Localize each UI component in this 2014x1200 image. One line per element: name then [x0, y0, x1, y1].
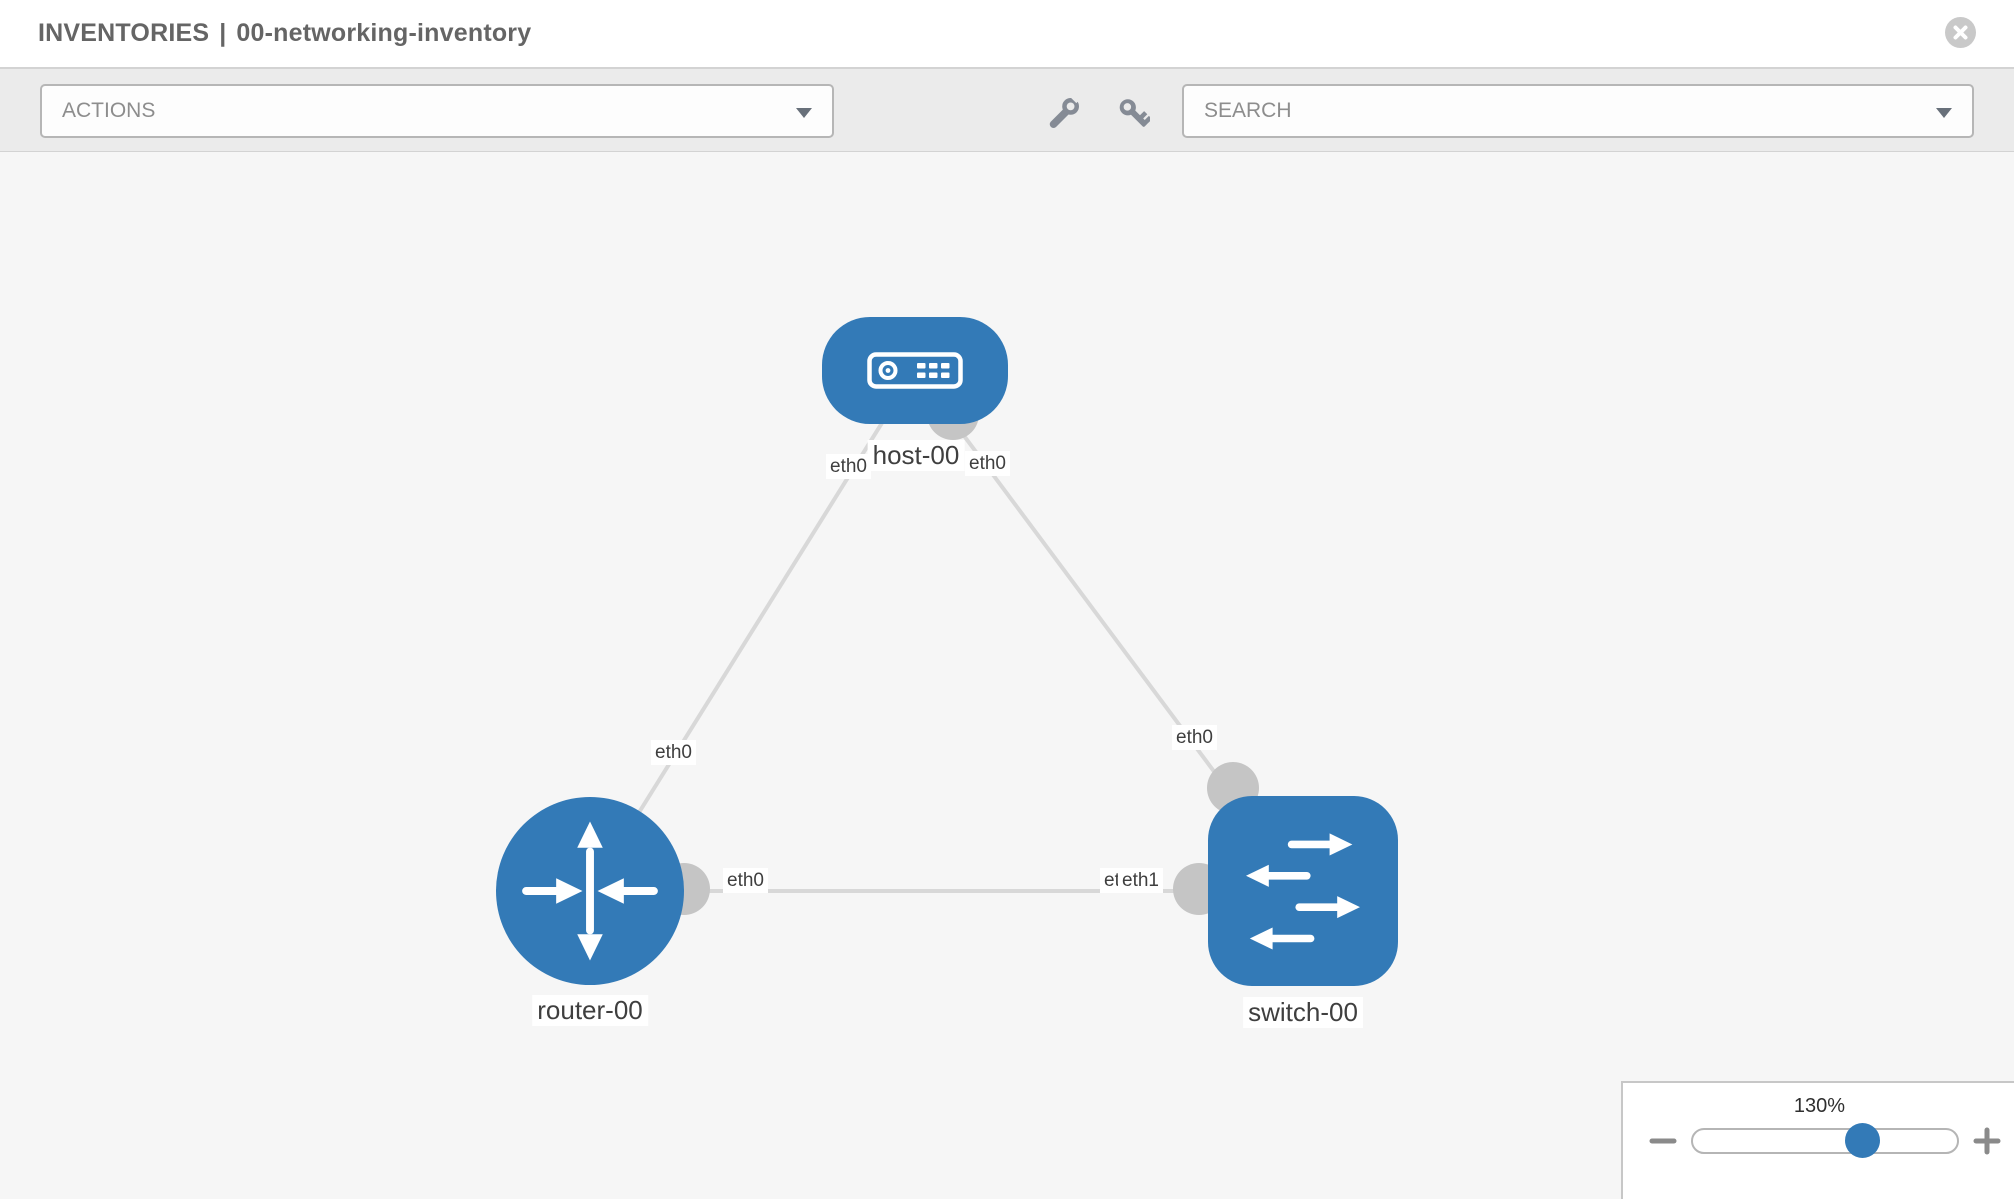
close-button[interactable]: [1945, 17, 1976, 48]
node-label-host: host-00: [867, 440, 965, 471]
interface-label-host-eth0-right: eth0: [965, 451, 1010, 476]
server-icon: [867, 352, 963, 389]
wrench-icon: [1046, 95, 1082, 131]
node-switch-00[interactable]: [1208, 796, 1398, 986]
interface-label-router-eth0: eth0: [723, 868, 768, 893]
zoom-out-button[interactable]: [1647, 1125, 1679, 1157]
interface-label-host-eth0-left: eth0: [826, 454, 871, 479]
caret-down-icon: [1936, 108, 1952, 118]
plus-icon: [1973, 1127, 2001, 1155]
minus-icon: [1649, 1127, 1677, 1155]
node-router-00[interactable]: [496, 797, 684, 985]
zoom-control-panel: 130%: [1621, 1081, 2014, 1199]
page-header: INVENTORIES | 00-networking-inventory: [0, 0, 2014, 69]
zoom-slider-thumb[interactable]: [1845, 1123, 1880, 1158]
switch-arrows-icon: [1208, 796, 1398, 986]
search-dropdown-label: SEARCH: [1204, 99, 1292, 122]
interface-label-switch-eth1: eth1: [1118, 868, 1163, 893]
actions-dropdown[interactable]: ACTIONS: [40, 84, 834, 138]
configure-tool-button[interactable]: [1044, 93, 1084, 133]
page-title: INVENTORIES | 00-networking-inventory: [38, 19, 531, 48]
topology-canvas[interactable]: host-00 router-00 switch-00 eth0 eth0 et…: [0, 152, 2014, 1199]
caret-down-icon: [796, 108, 812, 118]
credentials-tool-button[interactable]: [1112, 93, 1152, 133]
node-label-router: router-00: [532, 995, 648, 1026]
page-title-inventory-name: 00-networking-inventory: [236, 19, 532, 47]
page-title-section: INVENTORIES: [38, 19, 210, 47]
interface-label-router-eth0-top: eth0: [651, 740, 696, 765]
topology-toolbar: ACTIONS: [0, 69, 2014, 152]
zoom-slider-row: [1623, 1123, 2014, 1158]
key-icon: [1114, 95, 1150, 131]
zoom-in-button[interactable]: [1971, 1125, 2003, 1157]
router-arrows-icon: [496, 797, 684, 985]
search-dropdown[interactable]: SEARCH: [1182, 84, 1974, 138]
node-label-switch: switch-00: [1243, 997, 1363, 1028]
actions-dropdown-label: ACTIONS: [62, 99, 156, 122]
circle-x-icon: [1952, 24, 1969, 41]
topology-edges: [588, 368, 1305, 915]
zoom-slider-track[interactable]: [1691, 1123, 1959, 1158]
page-title-separator: |: [219, 19, 227, 47]
node-host-00[interactable]: [822, 317, 1008, 424]
interface-label-switch-eth0-top: eth0: [1172, 725, 1217, 750]
zoom-level-value: 130%: [1793, 1095, 1846, 1117]
